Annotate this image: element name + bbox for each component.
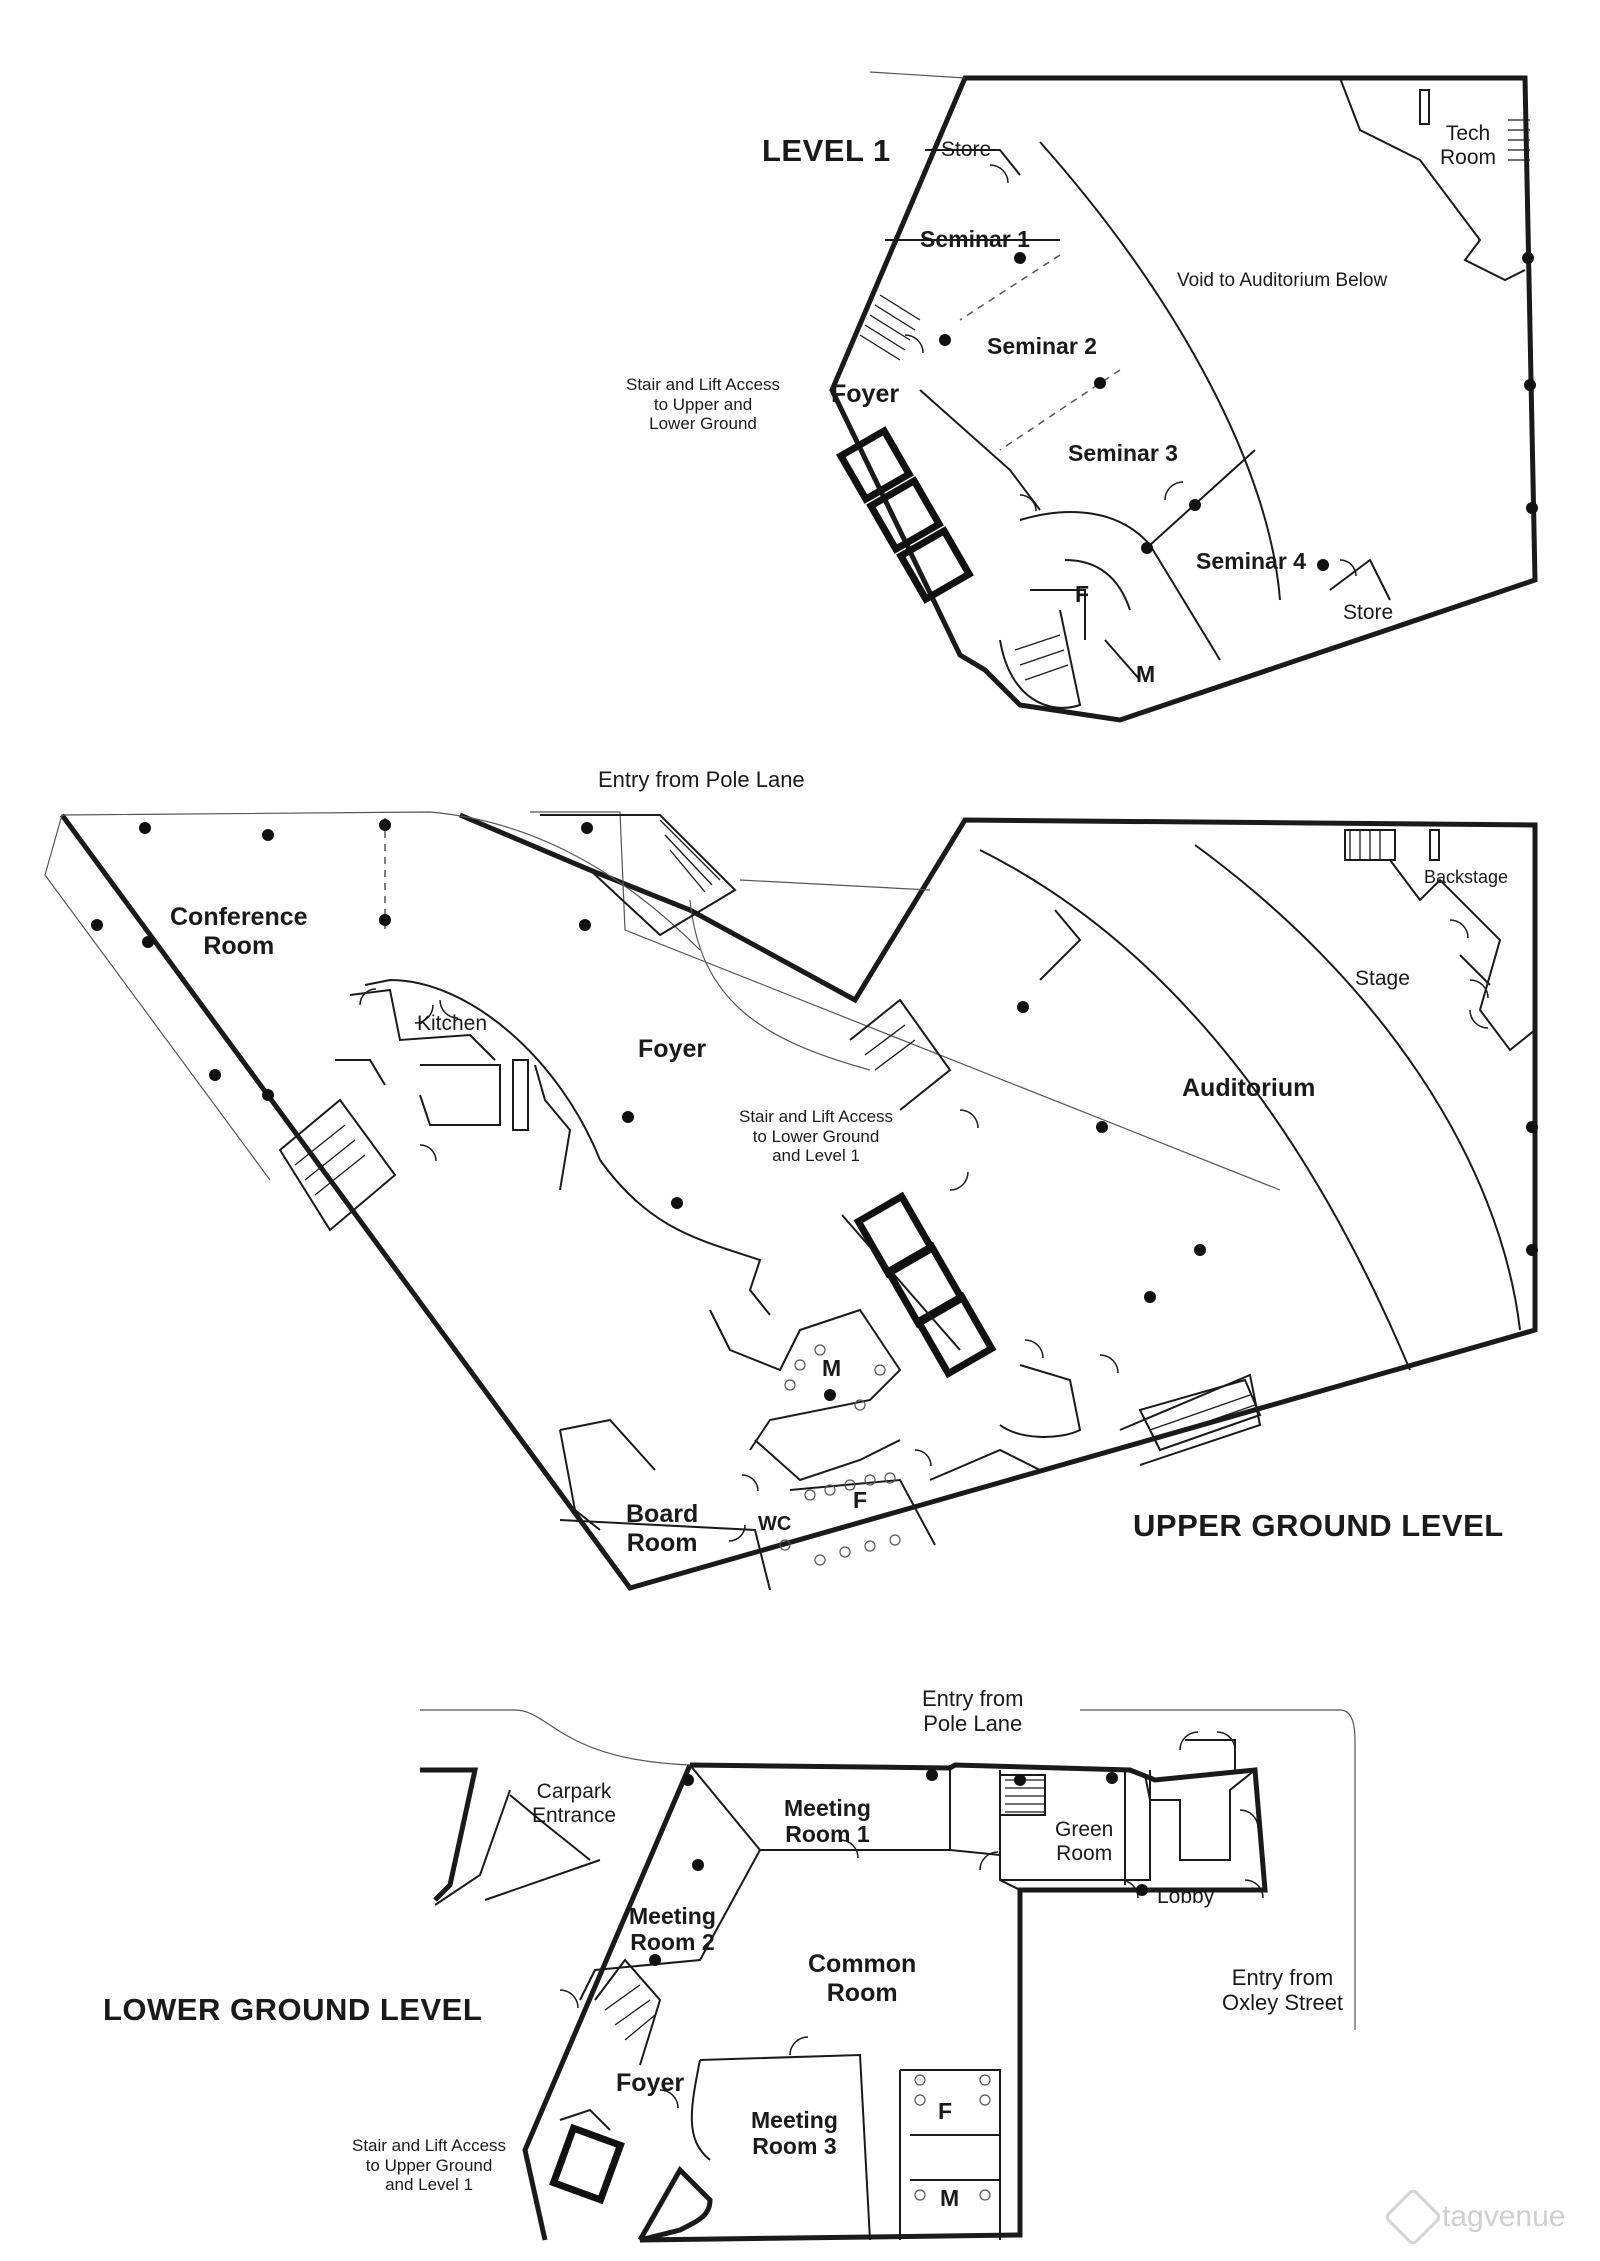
auditorium-label: Auditorium: [1182, 1074, 1316, 1102]
backstage-label: Backstage: [1424, 867, 1509, 887]
watermark-text: tagvenue: [1442, 2200, 1566, 2233]
kitchen-label: Kitchen: [417, 1012, 488, 1035]
lower-ground-outer-wall: [522, 1762, 1268, 2243]
level1-title: LEVEL 1: [762, 133, 891, 168]
lower-ground-stair: [594, 1958, 662, 2066]
level1-store-top-label: Store: [941, 138, 992, 161]
lower-ground-plan: [420, 1709, 1356, 2243]
lower-ground-entry-pole-label: Entry from Pole Lane: [922, 1686, 1024, 1737]
tagvenue-logo-icon: [1383, 2187, 1443, 2247]
upper-ground-stair-auditorium: [1138, 1378, 1262, 1452]
meeting-room2-label: Meeting Room 2: [629, 1903, 716, 1956]
upper-ground-stair-foyer: [849, 998, 952, 1111]
upper-ground-foyer-label: Foyer: [638, 1035, 707, 1063]
upper-ground-stair-entry: [540, 814, 737, 937]
upper-ground-wc-label: WC: [758, 1513, 792, 1535]
tech-room-label: Tech Room: [1440, 122, 1497, 170]
level1-stair-top: [859, 294, 921, 361]
upper-ground-stair-backstage: [1344, 829, 1396, 861]
green-room-label: Green Room: [1055, 1818, 1114, 1866]
level1-male-wc-label: M: [1136, 661, 1156, 687]
lower-ground-male-wc-label: M: [940, 2185, 960, 2211]
level1-store-bottom-label: Store: [1343, 601, 1394, 624]
level1-plan: [829, 71, 1538, 723]
upper-ground-entry-label: Entry from Pole Lane: [598, 767, 805, 792]
tech-room-wall: [1339, 77, 1526, 282]
level1-stair-note: Stair and Lift Access to Upper and Lower…: [626, 375, 781, 434]
conference-room-label: Conference Room: [170, 903, 308, 960]
seminar3-label: Seminar 3: [1068, 440, 1178, 466]
seminar2-label: Seminar 2: [987, 333, 1097, 359]
seminar4-label: Seminar 4: [1196, 548, 1306, 574]
stage-label: Stage: [1355, 967, 1410, 990]
upper-ground-male-wc-label: M: [822, 1355, 842, 1381]
lower-ground-female-wc-label: F: [938, 2098, 953, 2124]
upper-ground-plan: [44, 811, 1538, 1591]
level1-stair-bottom: [999, 609, 1082, 709]
lower-ground-foyer-label: Foyer: [616, 2069, 685, 2097]
board-room-label: Board Room: [626, 1500, 699, 1557]
void-label: Void to Auditorium Below: [1177, 270, 1388, 291]
lower-ground-title: LOWER GROUND LEVEL: [103, 1992, 483, 2027]
upper-ground-wc-fixtures: [779, 1344, 901, 1566]
upper-ground-female-wc-label: F: [853, 1487, 868, 1513]
upper-ground-stair-left: [278, 1098, 397, 1232]
lower-ground-stair-note: Stair and Lift Access to Upper Ground an…: [352, 2136, 507, 2195]
meeting-room1-label: Meeting Room 1: [784, 1795, 871, 1848]
lobby-label: Lobby: [1157, 1885, 1215, 1908]
meeting-room3-label: Meeting Room 3: [751, 2107, 838, 2160]
watermark: tagvenue: [1383, 2187, 1566, 2247]
level1-outer-wall: [829, 75, 1538, 723]
upper-ground-title: UPPER GROUND LEVEL: [1133, 1508, 1504, 1543]
upper-ground-stair-note: Stair and Lift Access to Lower Ground an…: [739, 1107, 894, 1166]
seminar1-label: Seminar 1: [920, 226, 1030, 252]
common-room-label: Common Room: [808, 1950, 917, 2007]
lower-ground-entry-oxley-label: Entry from Oxley Street: [1222, 1965, 1344, 2016]
level1-foyer-label: Foyer: [831, 380, 900, 408]
level1-female-wc-label: F: [1075, 581, 1090, 607]
lower-ground-wc-fixtures: [914, 2074, 991, 2201]
carpark-entrance-label: Carpark Entrance: [532, 1780, 617, 1828]
